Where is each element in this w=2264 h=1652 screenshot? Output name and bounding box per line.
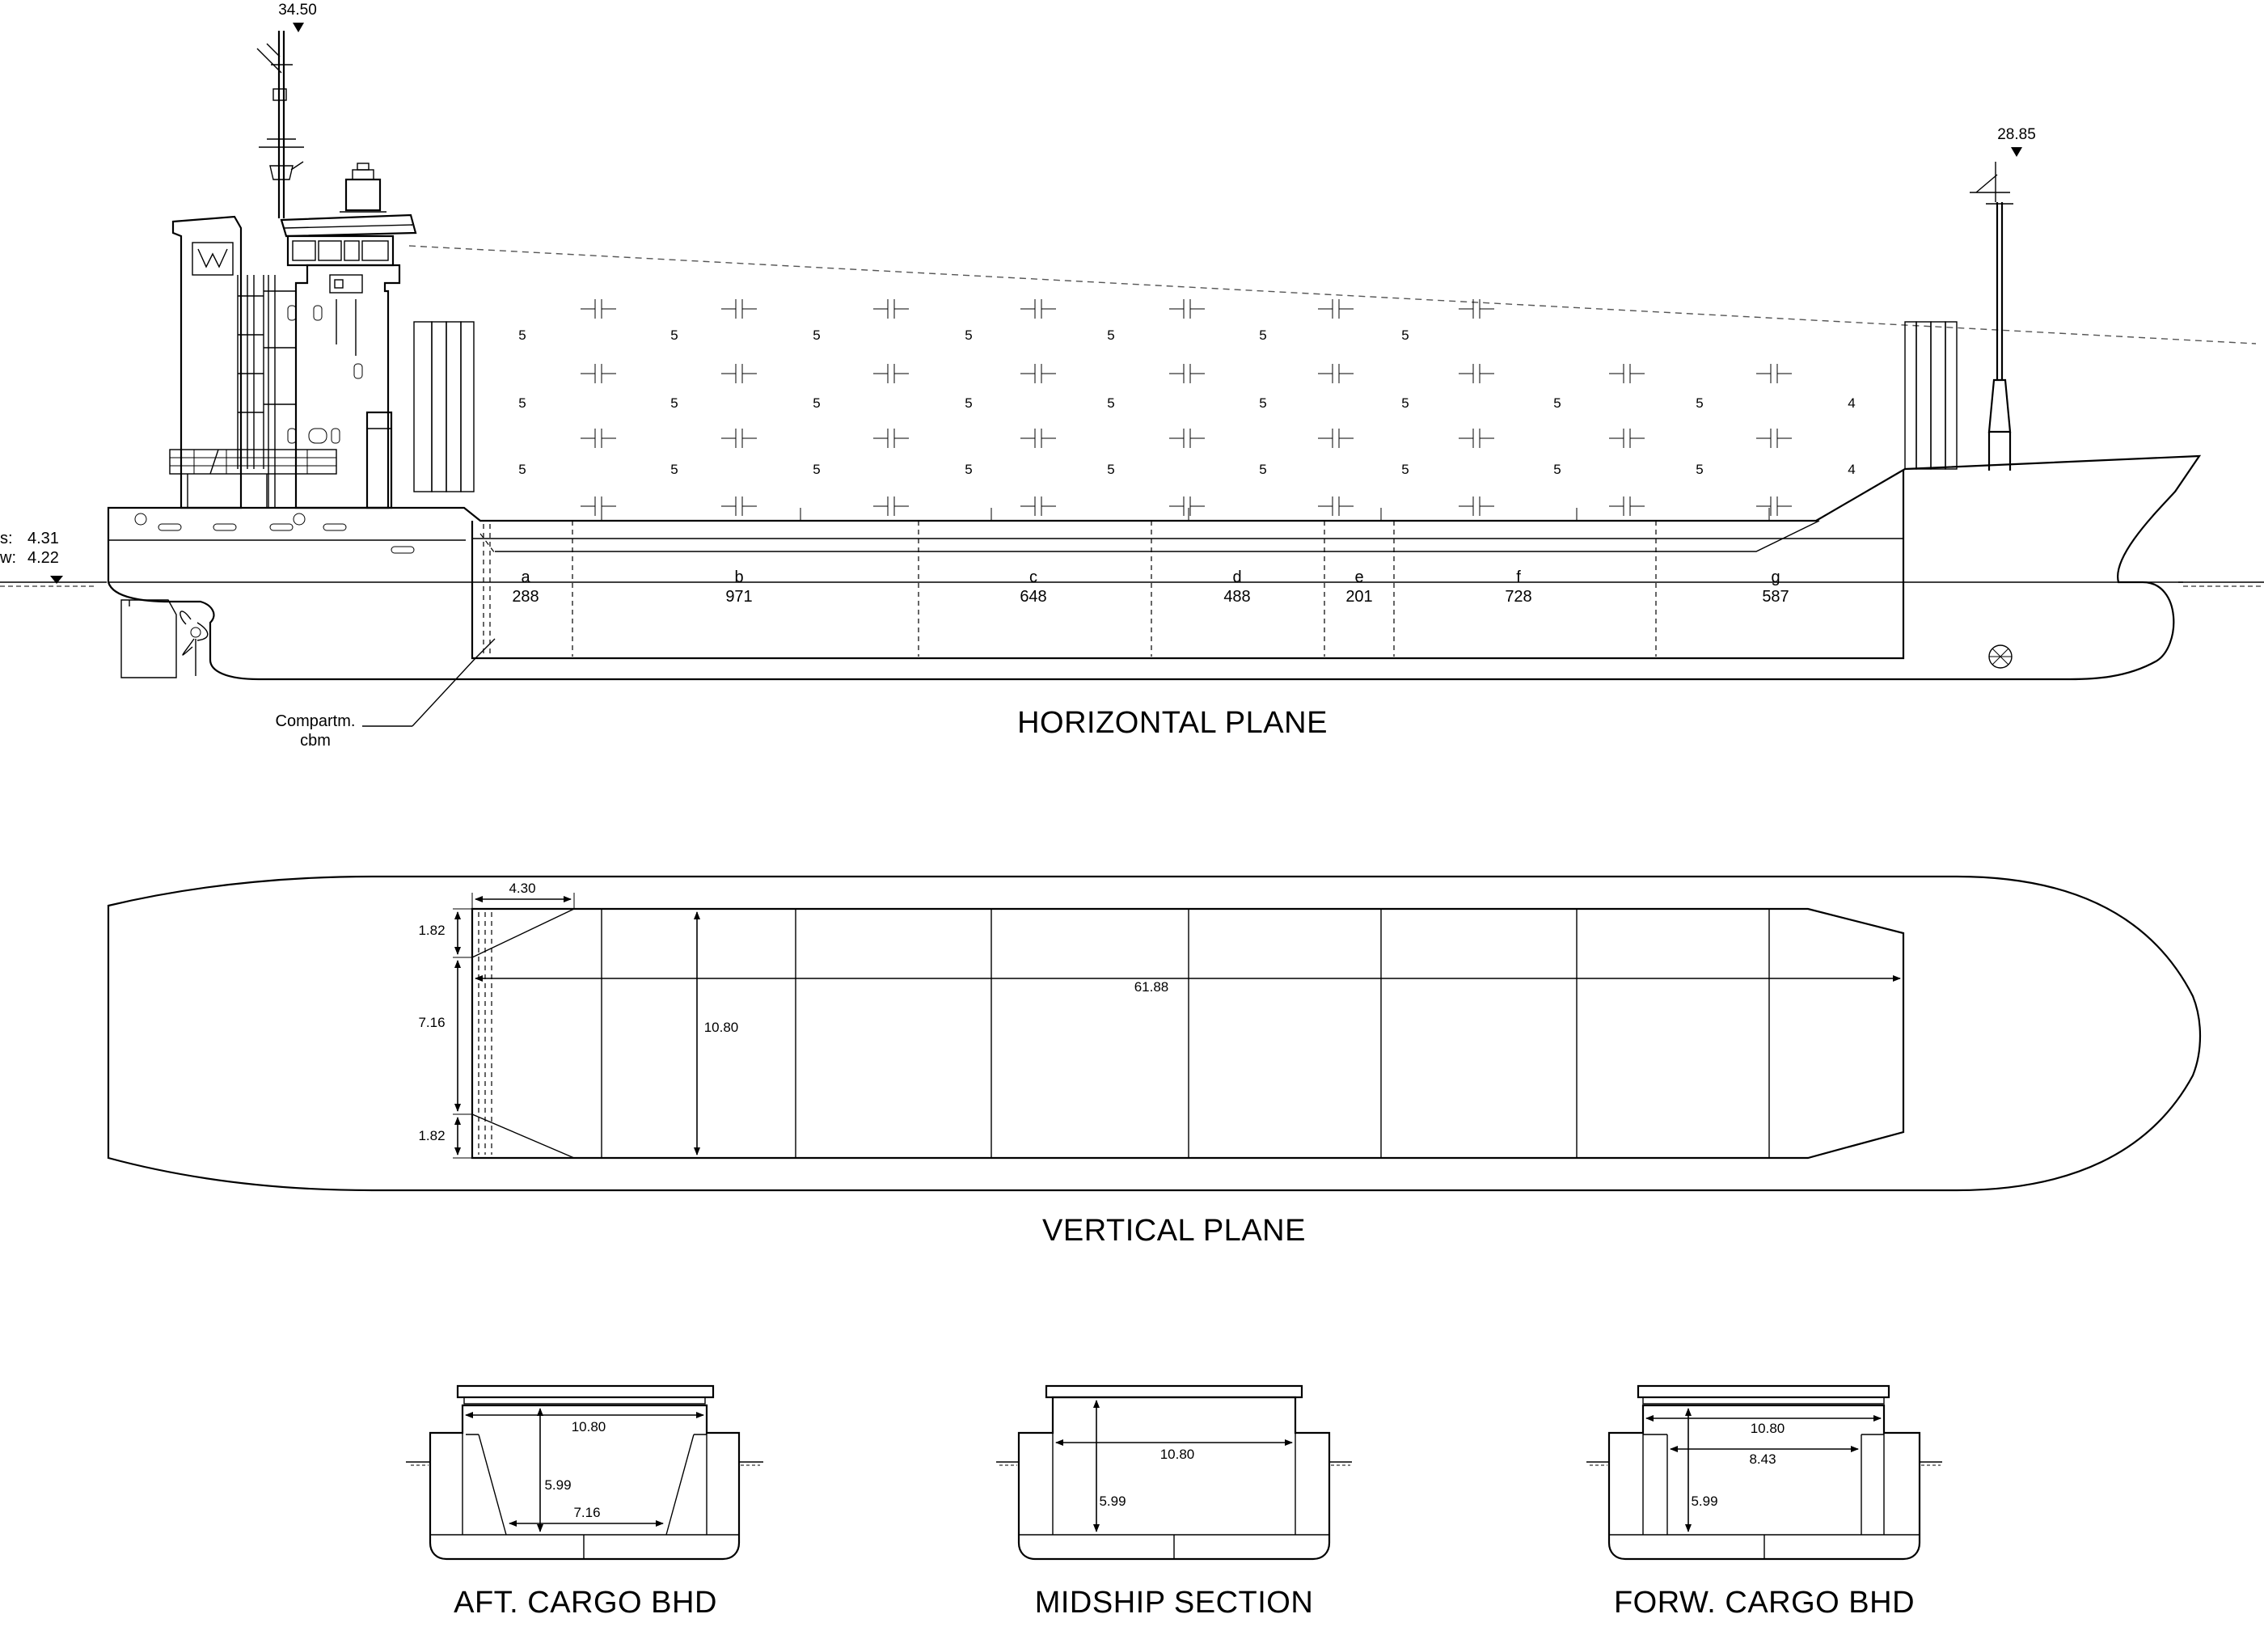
container-tier-count: 5 bbox=[670, 327, 678, 343]
forw-height: 5.99 bbox=[1691, 1494, 1717, 1509]
container-tier-count: 5 bbox=[1107, 462, 1114, 477]
aft-mast-height-marker bbox=[293, 23, 304, 32]
compartment-volume: 648 bbox=[1020, 588, 1046, 606]
container-tier-count: 5 bbox=[1696, 462, 1703, 477]
draught-w-key: w: bbox=[0, 549, 16, 567]
section-forw-cargo-bhd: 10.80 8.43 5.99 FORW. CARGO BHD bbox=[1586, 1384, 1942, 1620]
section-midship: 10.80 5.99 MIDSHIP SECTION bbox=[996, 1384, 1352, 1620]
aft-height: 5.99 bbox=[544, 1477, 571, 1493]
container-tier-count: 5 bbox=[1696, 395, 1703, 411]
compartment-leader: Compartm. cbm bbox=[276, 638, 496, 750]
dim-hold-width: 10.80 bbox=[704, 1020, 739, 1035]
hull-profile bbox=[107, 454, 2202, 681]
container-tier-count: 5 bbox=[813, 395, 820, 411]
container-tier-count: 5 bbox=[813, 462, 820, 477]
draught-s-value: 4.31 bbox=[27, 530, 59, 547]
forward-mast bbox=[1970, 162, 2013, 471]
container-tier-count: 5 bbox=[1553, 395, 1561, 411]
dim-width-side-top: 1.82 bbox=[418, 923, 445, 938]
bow-thruster-icon bbox=[1988, 644, 2013, 669]
container-tier-count: 5 bbox=[518, 462, 526, 477]
container-tier-count: 5 bbox=[1259, 327, 1266, 343]
aft-top-width: 10.80 bbox=[572, 1419, 606, 1434]
compartment-labels: a 288 b 971 c 648 d 488 e 201 f 728 g 58… bbox=[512, 568, 1789, 606]
fwd-mast-height-marker bbox=[2011, 147, 2022, 157]
container-tier-count: 5 bbox=[1107, 327, 1114, 343]
rudder-propeller bbox=[120, 599, 209, 678]
container-tier-count: 5 bbox=[1259, 395, 1266, 411]
container-tier-count: 5 bbox=[518, 327, 526, 343]
draught-readings: s: 4.31 w: 4.22 bbox=[0, 530, 59, 567]
ladders bbox=[237, 275, 296, 508]
draught-s-key: s: bbox=[0, 530, 13, 547]
compartment-letter: g bbox=[1771, 568, 1780, 586]
compartment-leader-line2: cbm bbox=[300, 732, 331, 750]
midship-section-title: MIDSHIP SECTION bbox=[1035, 1586, 1314, 1620]
aft-mast-height: 34.50 bbox=[278, 2, 317, 19]
funnel bbox=[171, 215, 243, 509]
dim-width-side-bottom: 1.82 bbox=[418, 1128, 445, 1143]
dim-length-aft-wing: 4.30 bbox=[509, 881, 535, 896]
plan-view: 4.30 1.82 7.16 1.82 10.80 61.88 VERTICAL… bbox=[107, 875, 2202, 1248]
compartment-letter: c bbox=[1029, 568, 1037, 586]
compartment-leader-line1: Compartm. bbox=[276, 712, 356, 730]
compartment-letter: a bbox=[521, 568, 530, 586]
radar-dome bbox=[340, 163, 386, 213]
forw-inner-width: 8.43 bbox=[1749, 1451, 1776, 1467]
compartment-volume: 288 bbox=[512, 588, 539, 606]
compartment-volume: 971 bbox=[725, 588, 752, 606]
container-tier-count: 5 bbox=[670, 395, 678, 411]
vertical-plane-title: VERTICAL PLANE bbox=[1042, 1214, 1306, 1248]
container-tier-count: 5 bbox=[1401, 395, 1409, 411]
compartment-volume: 728 bbox=[1505, 588, 1531, 606]
section-aft-cargo-bhd: 10.80 5.99 7.16 AFT. CARGO BHD bbox=[406, 1384, 763, 1620]
container-tier-count: 4 bbox=[1848, 395, 1855, 411]
compartment-letter: d bbox=[1232, 568, 1241, 586]
sight-line bbox=[408, 245, 2257, 344]
aft-cargo-bhd-title: AFT. CARGO BHD bbox=[454, 1586, 717, 1620]
draught-w-value: 4.22 bbox=[27, 549, 59, 567]
container-tier-count: 5 bbox=[813, 327, 820, 343]
hatch-covers-fwd bbox=[1904, 321, 1958, 470]
fwd-mast-height: 28.85 bbox=[1997, 126, 2036, 143]
container-tier-count: 5 bbox=[965, 395, 972, 411]
forw-cargo-bhd-title: FORW. CARGO BHD bbox=[1614, 1586, 1915, 1620]
midship-width: 10.80 bbox=[1160, 1447, 1195, 1462]
compartment-volume: 201 bbox=[1345, 588, 1372, 606]
container-stack: 5 5 5 5 5 5 5 5 5 5 5 5 5 5 5 5 4 5 5 5 5 5 5 5 5 5 4 bbox=[518, 299, 1856, 516]
waterline bbox=[0, 576, 2264, 587]
compartment-letter: f bbox=[1516, 568, 1521, 586]
compartment-volume: 587 bbox=[1762, 588, 1789, 606]
hatch-covers-aft bbox=[413, 321, 475, 492]
aft-mast bbox=[256, 31, 304, 218]
dim-hold-length: 61.88 bbox=[1134, 979, 1169, 995]
plan-dimensions: 4.30 1.82 7.16 1.82 10.80 61.88 bbox=[418, 881, 1901, 1159]
container-tier-count: 5 bbox=[1401, 462, 1409, 477]
compartment-letter: b bbox=[734, 568, 743, 586]
compartment-volume: 488 bbox=[1223, 588, 1250, 606]
container-tier-count: 5 bbox=[965, 327, 972, 343]
dim-width-centre: 7.16 bbox=[418, 1015, 445, 1030]
container-tier-count: 5 bbox=[518, 395, 526, 411]
cargo-hold-plan bbox=[471, 907, 1905, 1160]
container-tier-count: 5 bbox=[1107, 395, 1114, 411]
midship-height: 5.99 bbox=[1099, 1494, 1126, 1509]
compartment-letter: e bbox=[1354, 568, 1363, 586]
container-tier-count: 5 bbox=[1259, 462, 1266, 477]
horizontal-plane-title: HORIZONTAL PLANE bbox=[1017, 706, 1328, 740]
container-tier-count: 5 bbox=[1401, 327, 1409, 343]
container-tier-count: 5 bbox=[670, 462, 678, 477]
cargo-hold bbox=[471, 471, 1905, 660]
profile-view: 34.50 28.85 bbox=[0, 2, 2264, 750]
container-tier-count: 5 bbox=[1553, 462, 1561, 477]
superstructure bbox=[280, 213, 417, 509]
aft-bottom-width: 7.16 bbox=[573, 1505, 600, 1520]
container-tier-count: 4 bbox=[1848, 462, 1855, 477]
forw-top-width: 10.80 bbox=[1751, 1421, 1785, 1436]
railings bbox=[169, 449, 337, 508]
container-tier-count: 5 bbox=[965, 462, 972, 477]
